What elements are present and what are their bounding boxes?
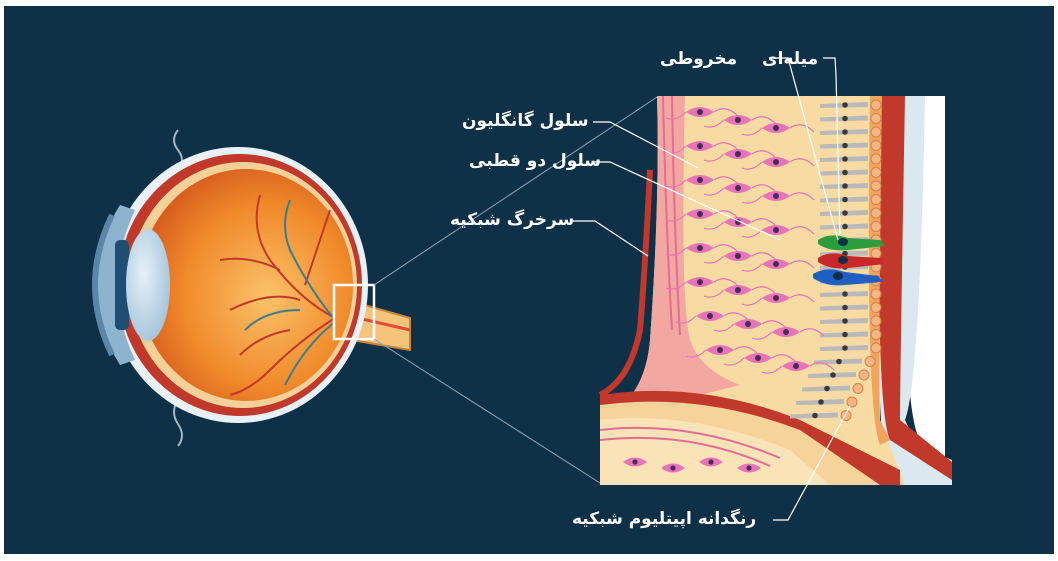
label-ganglion-cell: سلول گانگلیون <box>462 113 589 130</box>
label-retinal-artery: سرخرگ شبکیه <box>450 212 574 229</box>
label-cone: مخروطی <box>660 51 737 68</box>
label-rod: میله‌ای <box>762 51 818 68</box>
label-rpe: رنگدانه اپیتلیوم شبکیه <box>572 511 756 528</box>
label-bipolar-cell: سلول دو قطبی <box>469 153 601 170</box>
lens <box>126 229 170 341</box>
